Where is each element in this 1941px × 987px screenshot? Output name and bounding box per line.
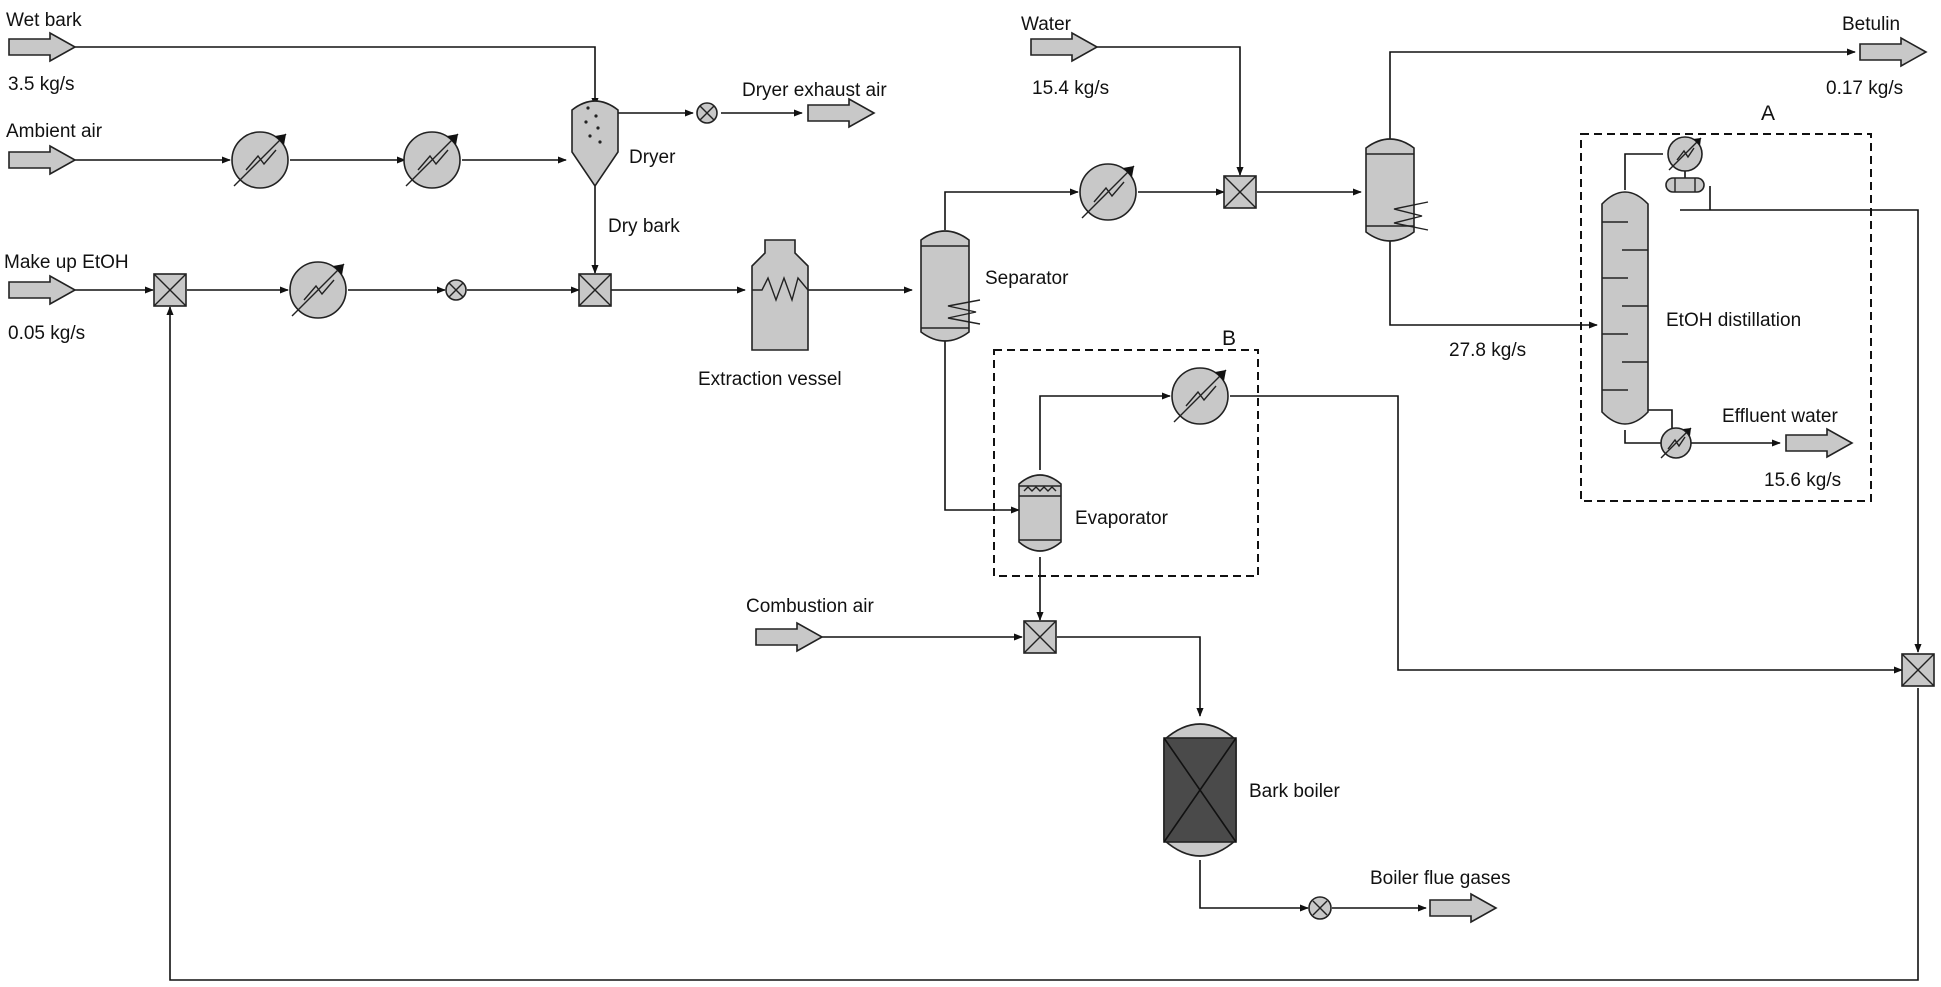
make-up-etoh-flow: 0.05 kg/s [8, 323, 85, 344]
dashed-box-b [993, 349, 1259, 577]
mixer-icon [1901, 653, 1935, 687]
pipe-separator-top [944, 188, 1079, 230]
mixer-icon [1023, 620, 1057, 654]
dryer-exhaust-air-label: Dryer exhaust air [742, 80, 887, 101]
heat-exchanger-icon [289, 261, 347, 319]
pipe-column-bottom [1624, 430, 1662, 444]
valves [445, 102, 1332, 920]
heat-exchanger-icon [1079, 163, 1137, 221]
box-a-label: A [1761, 102, 1775, 125]
stream-arrow-icon [8, 144, 77, 176]
mixer-icon [1223, 175, 1257, 209]
pipe-boiler-flue [1199, 860, 1309, 912]
stream-arrow-icon [8, 274, 77, 306]
valve-icon [696, 102, 718, 124]
pipe-evaporator-top [1039, 392, 1171, 470]
valve-icon [1308, 896, 1332, 920]
betulin-label: Betulin [1842, 14, 1900, 35]
stream-arrow-icon [755, 621, 824, 653]
etoh-distillation-label: EtOH distillation [1666, 310, 1801, 331]
mixer-icon [153, 273, 187, 307]
valve-icon [445, 279, 467, 301]
dryer-label: Dryer [629, 147, 676, 168]
heat-exchanger-icon [231, 131, 289, 189]
dry-bark-label: Dry bark [608, 216, 680, 237]
extraction-vessel-label: Extraction vessel [698, 369, 842, 390]
reflux-drum [1665, 177, 1705, 193]
heat-exchanger-icon [403, 131, 461, 189]
separator-label: Separator [985, 268, 1069, 289]
stream-arrow-icon [1429, 892, 1498, 924]
distillation-column-unit [1601, 177, 1705, 425]
stream-arrow-icon [1785, 427, 1854, 459]
box-b-label: B [1222, 327, 1236, 350]
heat-exchanger-icon [1171, 367, 1229, 425]
combustion-air-label: Combustion air [746, 596, 874, 617]
mixer-icon [578, 273, 612, 307]
heat-exchangers [231, 131, 1703, 459]
stream-arrow-icon [1859, 36, 1928, 68]
pipe-distillation-feed [1389, 240, 1598, 329]
separator-unit [920, 230, 981, 342]
wet-bark-flow: 3.5 kg/s [8, 74, 75, 95]
pipes [75, 46, 1922, 981]
bark-boiler-label: Bark boiler [1249, 781, 1340, 802]
pipe-condenser-vapour [1624, 153, 1663, 190]
wet-bark-label: Wet bark [6, 10, 82, 31]
distillation-feed-flow: 27.8 kg/s [1449, 340, 1526, 361]
ambient-air-label: Ambient air [6, 121, 103, 142]
water-flow: 15.4 kg/s [1032, 78, 1109, 99]
pipe-ethanol-recycle [166, 306, 1919, 981]
effluent-water-label: Effluent water [1722, 406, 1839, 427]
stream-arrows [8, 31, 1928, 924]
make-up-etoh-label: Make up EtOH [4, 252, 129, 273]
pipe-to-bark-boiler [1057, 636, 1204, 717]
pipe-column-top-to-recycle [1680, 209, 1922, 653]
boiler-flue-gases-label: Boiler flue gases [1370, 868, 1510, 889]
evaporator-unit [1018, 474, 1062, 552]
stream-arrow-icon [807, 97, 876, 129]
heat-exchanger-icon [1667, 136, 1703, 172]
pipe-reboiler-loop [1640, 409, 1673, 432]
evaporator-label: Evaporator [1075, 508, 1169, 529]
stream-arrow-icon [8, 31, 77, 63]
labels: Wet bark 3.5 kg/s Ambient air Make up Et… [4, 10, 1903, 889]
dashed-box-a [1580, 133, 1872, 502]
pipe-water [1097, 46, 1244, 176]
dryer-unit [571, 100, 619, 188]
heat-exchanger-icon [1660, 427, 1692, 459]
extraction-vessel-unit [751, 239, 809, 351]
pipe-betulin [1389, 48, 1856, 140]
bark-boiler-unit [1163, 723, 1237, 857]
water-label: Water [1021, 14, 1072, 35]
stream-arrow-icon [1030, 31, 1099, 63]
mixers [153, 175, 1935, 687]
betulin-flow: 0.17 kg/s [1826, 78, 1903, 99]
effluent-water-flow: 15.6 kg/s [1764, 470, 1841, 491]
pipe-wet-bark [75, 46, 599, 107]
flash-vessel-unit [1365, 138, 1429, 242]
pipe-separator-bottom [944, 340, 1020, 514]
pipe-evap-vapour-to-mixer [1230, 395, 1903, 674]
